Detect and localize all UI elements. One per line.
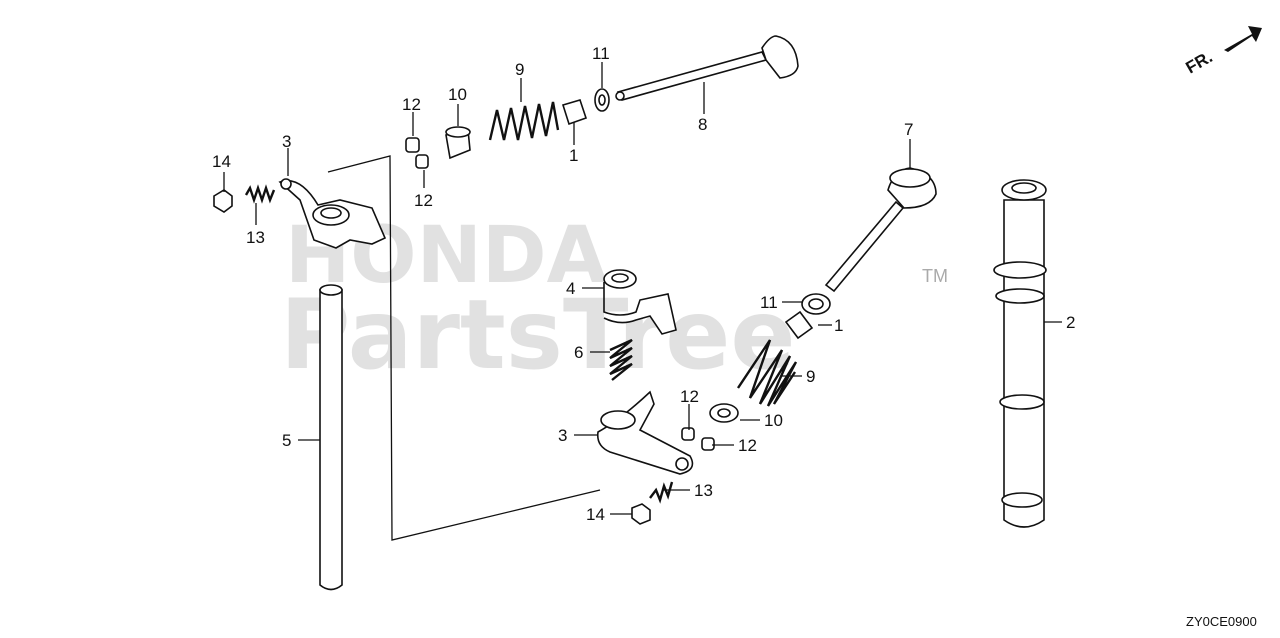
diagram-code: ZY0CE0900 [1186,614,1257,629]
spring-6 [609,338,633,381]
callout-11-lower: 11 [760,293,778,312]
callout-13-upper: 13 [246,228,265,247]
valve-upper [615,35,799,101]
valve-spring-upper [488,101,560,141]
callout-3-lower: 3 [558,426,567,445]
callout-12-lower-b: 12 [738,436,757,455]
callouts: 14 13 3 12 12 10 9 1 11 8 7 4 6 5 11 1 9… [212,44,1075,524]
callout-7: 7 [904,120,913,139]
callout-6: 6 [574,343,583,362]
callout-8: 8 [698,115,707,134]
callout-10-upper: 10 [448,85,467,104]
callout-14-lower: 14 [586,505,605,524]
callout-12-upper-a: 12 [402,95,421,114]
rocker-arm-upper [278,178,387,249]
callout-1-upper: 1 [569,146,578,165]
retainer-upper [445,126,471,160]
adjust-screw-lower [631,481,674,525]
callout-13-lower: 13 [694,481,713,500]
callout-11-upper: 11 [592,44,610,63]
callout-5: 5 [282,431,291,450]
stem-seal-upper [561,99,588,126]
adjust-screw-upper [213,184,276,213]
cap-lower [681,427,695,441]
callout-2: 2 [1066,313,1075,332]
watermark-trademark: TM [922,266,948,286]
rocker-arm-lower [596,390,694,475]
pushrod [319,284,343,591]
callout-9-lower: 9 [806,367,815,386]
washer-upper [594,88,610,112]
front-direction-marker: FR. [1183,26,1262,77]
assembly-bracket-line [327,155,601,541]
callout-12-lower-a: 12 [680,387,699,406]
watermark-site: PartsTree [280,279,795,391]
cotter-lower [701,437,715,451]
callout-1-lower: 1 [834,316,843,335]
callout-14-upper: 14 [212,152,231,171]
rocker-arm-4 [603,269,677,335]
front-marker-label: FR. [1183,47,1216,77]
cotter-upper [415,154,429,169]
washer-lower [801,293,831,315]
callout-12-upper-b: 12 [414,191,433,210]
camshaft [993,179,1047,528]
callout-4: 4 [566,279,575,298]
valve-lower [824,167,937,293]
callout-10-lower: 10 [764,411,783,430]
front-arrow-icon [1224,26,1262,52]
leader-lines [223,62,1062,515]
watermark: HONDA PartsTree TM [280,211,948,391]
retainer-lower [709,403,739,423]
valve-spring-lower [737,339,798,407]
callout-9-upper: 9 [515,60,524,79]
cap-upper [405,137,420,153]
callout-3-upper: 3 [282,132,291,151]
stem-seal-lower [784,310,814,340]
